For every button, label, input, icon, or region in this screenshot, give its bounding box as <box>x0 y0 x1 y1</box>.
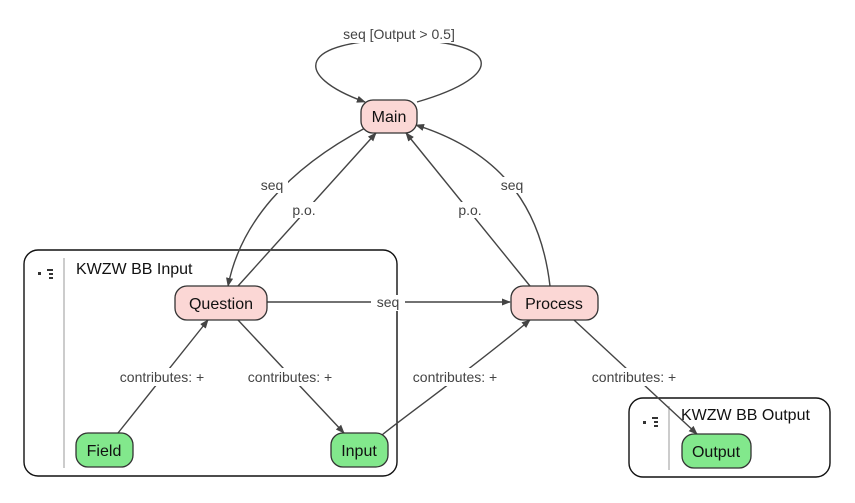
node-label: Input <box>341 443 377 460</box>
node-label: Main <box>372 109 407 126</box>
edge-main-self-loop[interactable]: seq [Output > 0.5] <box>315 25 482 103</box>
edge-label: seq <box>377 294 400 310</box>
edge-question-to-main-po[interactable]: p.o. <box>237 132 377 287</box>
collapse-handle-icon[interactable] <box>643 417 658 427</box>
edge-label: contributes: + <box>120 369 204 385</box>
node-label: Field <box>87 443 122 460</box>
edge-main-to-question-seq[interactable]: seq <box>226 126 368 287</box>
edge-label: p.o. <box>458 202 481 218</box>
edge-question-to-input[interactable]: contributes: + <box>237 319 345 434</box>
node-output[interactable]: Output <box>681 433 752 469</box>
edge-label: seq <box>501 177 524 193</box>
group-kwzw-bb-input[interactable]: KWZW BB Input <box>23 249 398 477</box>
edge-label: p.o. <box>292 202 315 218</box>
edge-process-to-output[interactable]: contributes: + <box>573 319 698 435</box>
node-main[interactable]: Main <box>360 99 418 134</box>
group-title: KWZW BB Input <box>76 261 193 278</box>
edge-label: seq <box>261 177 284 193</box>
node-question[interactable]: Question <box>174 285 268 321</box>
edge-label: contributes: + <box>248 369 332 385</box>
edge-process-to-main-seq[interactable]: seq <box>415 124 551 287</box>
collapse-handle-icon[interactable] <box>38 269 53 279</box>
edge-label: seq [Output > 0.5] <box>343 26 455 42</box>
node-label: Question <box>189 296 253 313</box>
node-input[interactable]: Input <box>330 432 389 468</box>
edge-input-to-process[interactable]: contributes: + <box>381 319 531 436</box>
edge-question-to-process-seq[interactable]: seq <box>267 294 511 311</box>
node-field[interactable]: Field <box>75 432 134 468</box>
node-label: Process <box>525 296 583 313</box>
edge-field-to-question[interactable]: contributes: + <box>110 319 214 434</box>
edge-process-to-main-po[interactable]: p.o. <box>405 132 531 287</box>
edge-label: contributes: + <box>592 369 676 385</box>
group-frame <box>23 249 398 477</box>
node-label: Output <box>692 444 741 461</box>
group-title: KWZW BB Output <box>681 407 810 424</box>
edge-label: contributes: + <box>413 369 497 385</box>
node-process[interactable]: Process <box>510 285 599 321</box>
